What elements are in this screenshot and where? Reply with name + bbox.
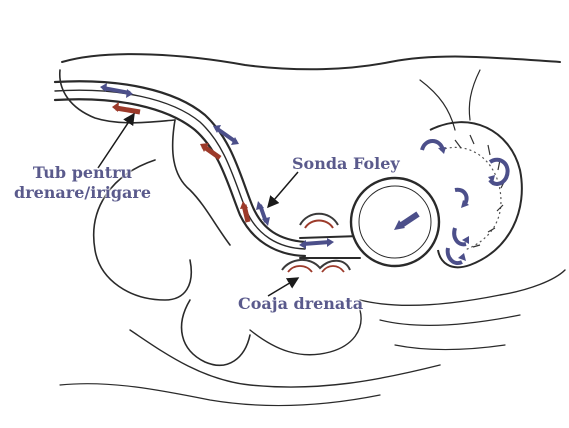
drained-crust-label: Coaja drenata: [238, 294, 363, 314]
drainage-tube-label-line2: drenare/irigare: [14, 183, 151, 203]
drainage-tube-label-line1: Tub pentru: [14, 163, 151, 183]
foley-catheter: [300, 178, 439, 266]
flow-arrow-icon: [299, 238, 334, 249]
circular-flow-arrow-icon: [488, 160, 508, 184]
foley-balloon: [351, 178, 439, 266]
drainage-tube-label: Tub pentru drenare/irigare: [14, 163, 151, 203]
circular-flow-arrow-icon: [455, 190, 469, 208]
circular-flow-arrow-icon: [448, 248, 466, 263]
anatomy-outline: [60, 54, 565, 405]
foley-catheter-label: Sonda Foley: [292, 154, 400, 174]
circular-flow-arrow-icon: [422, 141, 446, 154]
arrow-pointer-icon: [268, 172, 298, 207]
label-pointers: [98, 114, 298, 296]
circular-flow-arrow-icon: [454, 228, 469, 244]
sinus-cavity: [430, 122, 522, 267]
